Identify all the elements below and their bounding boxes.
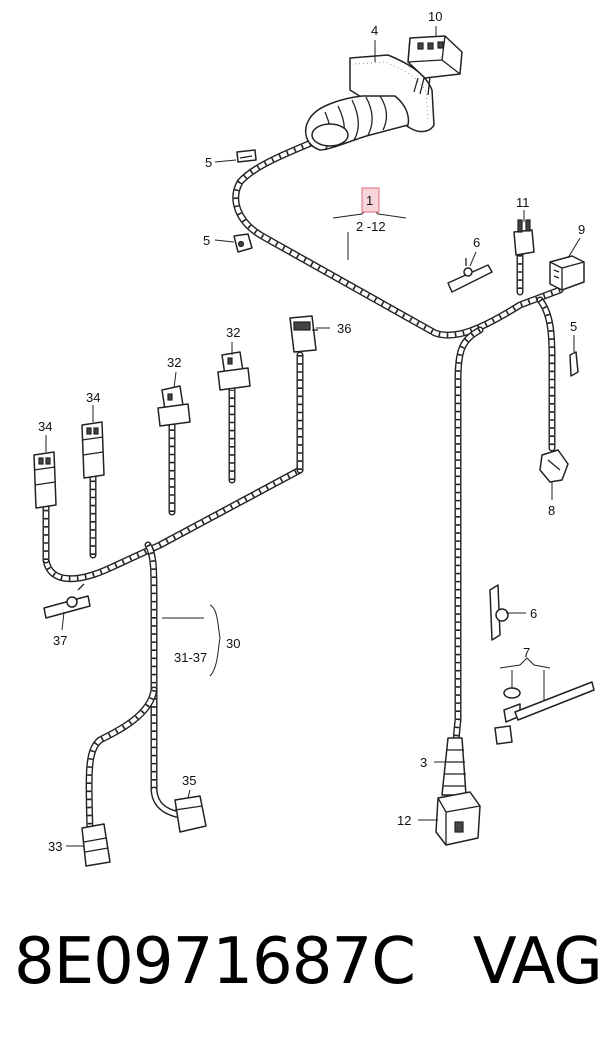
- connector-part-33: [81, 823, 111, 867]
- callout-5-top: 5: [205, 155, 212, 170]
- part-number: 8E0971687C: [14, 925, 416, 999]
- connector-part-9: [549, 255, 585, 291]
- clip-part-6-top: [447, 258, 493, 293]
- callout-labels: 1 2 -12 3 4 5 5 5 6 6 7 8 9 10 11 12 30 …: [38, 9, 585, 854]
- sleeve-part-3: [441, 737, 467, 796]
- clip-part-5-right: [569, 351, 579, 377]
- callout-32-left: 32: [167, 355, 181, 370]
- bracket-part-37: [43, 583, 91, 619]
- callout-31-37: 31-37: [174, 650, 207, 665]
- callout-9: 9: [578, 222, 585, 237]
- callout-8: 8: [548, 503, 555, 518]
- callout-3: 3: [420, 755, 427, 770]
- callout-6-top: 6: [473, 235, 480, 250]
- callout-7: 7: [523, 645, 530, 660]
- left-harness: [42, 351, 304, 834]
- callout-1: 1: [366, 193, 373, 208]
- clip-part-6-mid: [489, 584, 509, 641]
- brand-name: VAG: [472, 925, 600, 999]
- callout-5-mid: 5: [203, 233, 210, 248]
- highlight-box-1: [361, 187, 380, 213]
- callout-6-mid: 6: [530, 606, 537, 621]
- clip-part-5-top: [236, 149, 257, 163]
- callout-12: 12: [397, 813, 411, 828]
- connector-part-32-right: [217, 351, 251, 391]
- callout-37: 37: [53, 633, 67, 648]
- connector-part-34-left: [33, 451, 57, 509]
- cable-tie-part-7: [494, 681, 595, 745]
- callout-30: 30: [226, 636, 240, 651]
- connector-part-11: [513, 219, 535, 256]
- callout-2-12: 2 -12: [356, 219, 386, 234]
- connector-part-12: [435, 791, 481, 846]
- callout-11: 11: [516, 195, 530, 210]
- connector-part-32-left: [157, 385, 191, 427]
- callout-34-left: 34: [38, 419, 52, 434]
- callout-10: 10: [428, 9, 442, 24]
- connector-part-10: [407, 35, 463, 96]
- connector-part-36: [289, 315, 318, 353]
- main-harness: [232, 136, 564, 764]
- clip-part-5-mid: [233, 233, 253, 253]
- callout-34-right: 34: [86, 390, 100, 405]
- callout-35: 35: [182, 773, 196, 788]
- connector-part-8: [539, 449, 569, 483]
- callout-32-right: 32: [226, 325, 240, 340]
- callout-36: 36: [337, 321, 351, 336]
- callout-5-right: 5: [570, 319, 577, 334]
- connector-part-35: [174, 795, 207, 833]
- grommet-part-4: [304, 54, 435, 151]
- callout-4: 4: [371, 23, 378, 38]
- connector-part-34-right: [81, 421, 105, 479]
- callout-33: 33: [48, 839, 62, 854]
- part-caption: 8E0971687C VAG: [14, 930, 600, 994]
